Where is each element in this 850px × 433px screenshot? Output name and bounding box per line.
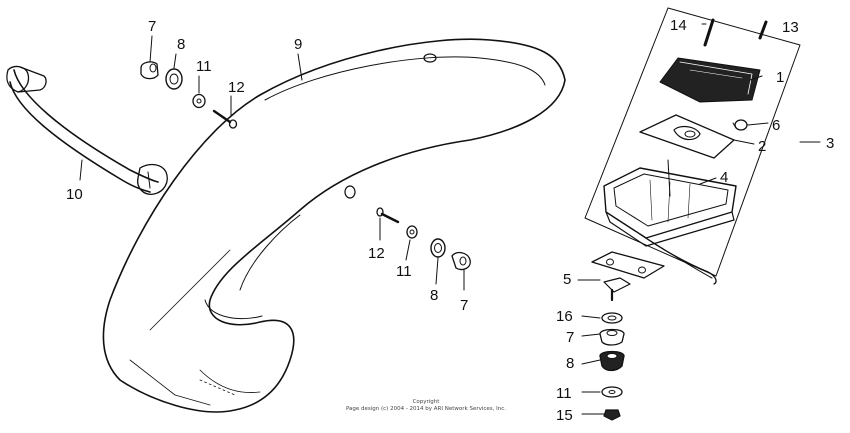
callout-2: 2 <box>758 138 766 155</box>
callout-7-side: 7 <box>460 297 468 314</box>
callout-9: 9 <box>294 36 302 53</box>
callout-8-top: 8 <box>177 36 185 53</box>
callout-4: 4 <box>720 169 728 186</box>
copyright-line-2: Page design (c) 2004 - 2014 by ARI Netwo… <box>346 406 506 412</box>
callout-6: 6 <box>772 117 780 134</box>
fender-strap <box>6 65 168 195</box>
callout-16: 16 <box>556 308 573 325</box>
callout-1: 1 <box>776 69 784 86</box>
callout-15: 15 <box>556 407 573 424</box>
callout-11-stack: 11 <box>556 385 572 402</box>
callout-14: 14 <box>670 17 687 34</box>
callout-3: 3 <box>826 135 834 152</box>
callout-11-top: 11 <box>196 58 212 75</box>
bracket-and-stack <box>591 251 665 421</box>
callout-8-side: 8 <box>430 287 438 304</box>
callout-labels: 14 13 1 6 2 3 4 5 16 7 8 11 15 7 8 11 12… <box>66 17 834 424</box>
callout-13: 13 <box>782 19 799 36</box>
leader-lines <box>79 23 821 415</box>
copyright-line-1: Copyright <box>413 399 441 405</box>
taillight-assembly <box>584 7 801 285</box>
callout-12-top: 12 <box>228 79 245 96</box>
copyright-notice: Copyright Page design (c) 2004 - 2014 by… <box>346 399 506 412</box>
right-side-hardware <box>376 207 471 271</box>
callout-10: 10 <box>66 186 83 203</box>
callout-7-stack: 7 <box>566 329 574 346</box>
callout-8-stack: 8 <box>566 355 574 372</box>
callout-5: 5 <box>563 271 571 288</box>
rear-fender <box>102 38 566 413</box>
callout-11-side: 11 <box>396 263 412 280</box>
upper-left-hardware <box>140 61 238 129</box>
callout-7-top: 7 <box>148 18 156 35</box>
callout-12-side: 12 <box>368 245 385 262</box>
